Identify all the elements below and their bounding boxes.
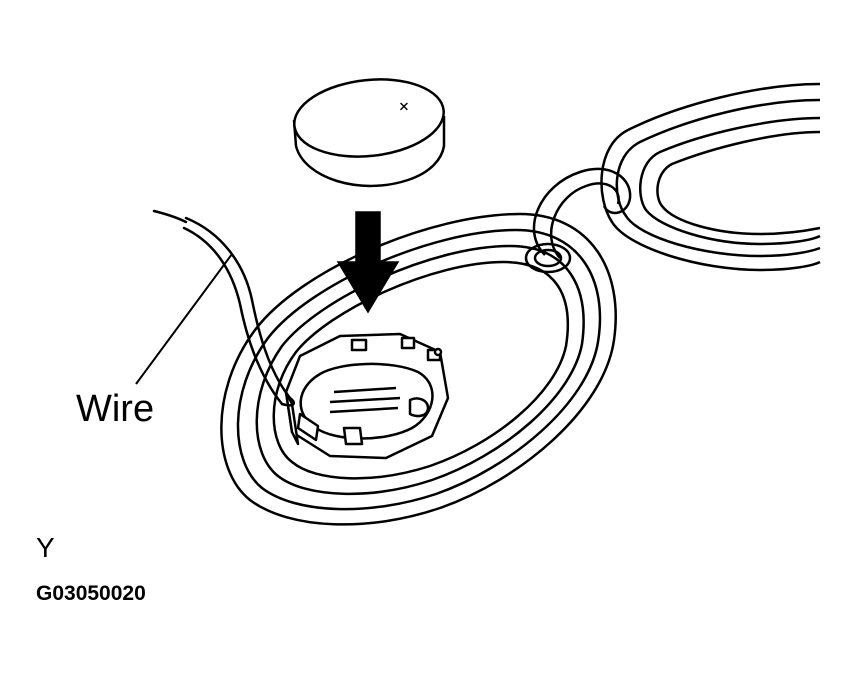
key-case-rear [601,84,820,270]
wire [154,211,294,405]
wire-label: Wire [76,388,155,430]
insert-arrow-icon [338,212,398,312]
coin-battery [290,72,447,186]
key-ring [526,169,630,272]
key-case-body [221,214,615,524]
wire-leader-line [136,254,232,384]
view-label: Y [36,532,55,563]
figure-code: G03050020 [36,582,146,605]
battery-holder [286,334,448,458]
